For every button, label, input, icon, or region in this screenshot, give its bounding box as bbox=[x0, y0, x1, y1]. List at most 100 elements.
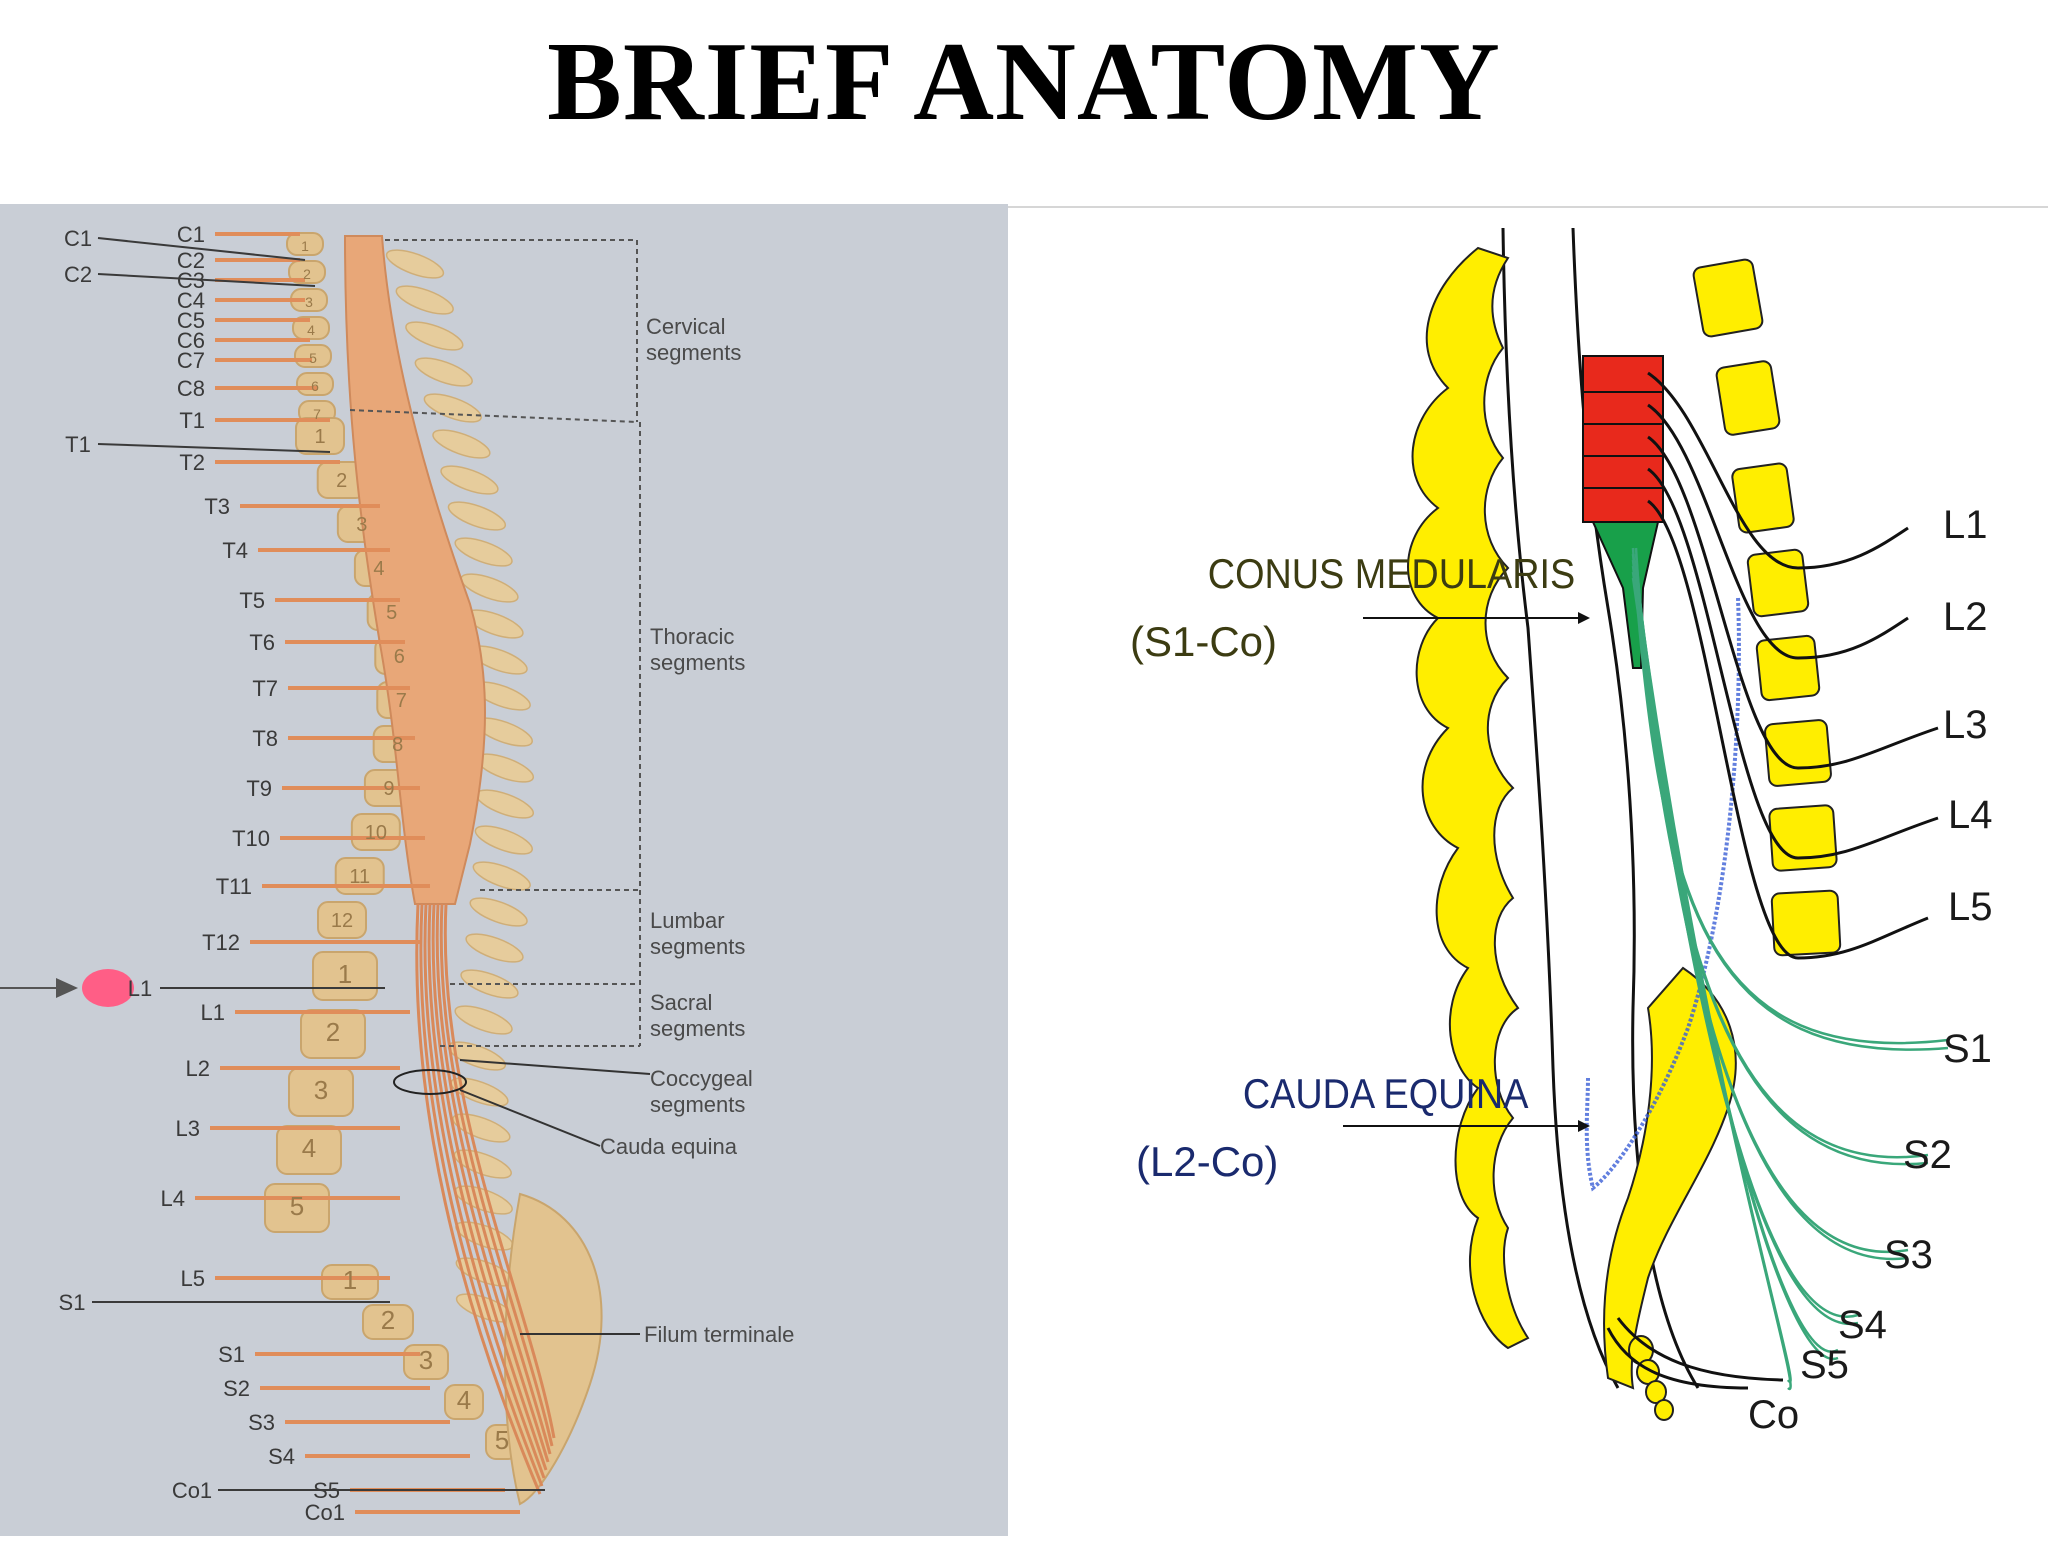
segment-label-t11: T11 bbox=[216, 874, 252, 899]
coccygeal-nerve bbox=[1616, 1317, 1784, 1382]
right-label-s2: S2 bbox=[1903, 1133, 1952, 1177]
conus-cauda-illustration: CONUS MEDULARIS (S1-Co) CAUDA EQUINA (L2… bbox=[1130, 227, 1993, 1437]
spinous-process bbox=[472, 861, 531, 891]
cauda-strand bbox=[423, 903, 546, 1479]
vertebra-label-l1: L1 bbox=[128, 976, 152, 1001]
spinous-process bbox=[385, 249, 445, 279]
spinous-process bbox=[447, 501, 507, 531]
vertebra-number: 1 bbox=[314, 426, 325, 448]
vertebral-body bbox=[444, 1384, 484, 1420]
cervical-label-1: Cervical bbox=[646, 314, 725, 339]
vertebral-block bbox=[1746, 548, 1810, 618]
vertebral-block bbox=[1770, 889, 1842, 957]
segment-label-c1: C1 bbox=[177, 222, 205, 247]
vertebra-number: 7 bbox=[396, 690, 407, 712]
segment-label-t12: T12 bbox=[202, 930, 240, 955]
segment-label-c4: C4 bbox=[177, 288, 205, 313]
spinous-process bbox=[475, 789, 535, 819]
vertebra-number: 3 bbox=[356, 514, 367, 536]
segment-label-s4: S4 bbox=[268, 1444, 295, 1469]
segment-label-s3: S3 bbox=[248, 1410, 275, 1435]
filum-terminale-label: Filum terminale bbox=[644, 1322, 794, 1347]
vertebra-number: 6 bbox=[311, 378, 319, 394]
right-label-s4: S4 bbox=[1838, 1303, 1887, 1347]
vertebra-number: 1 bbox=[301, 238, 309, 254]
spinous-process bbox=[465, 933, 524, 963]
segment-label-c6: C6 bbox=[177, 328, 205, 353]
vertebral-body bbox=[292, 316, 330, 340]
segment-label-c7: C7 bbox=[177, 348, 205, 373]
spinous-process bbox=[454, 1005, 513, 1035]
cauda-strand bbox=[443, 903, 556, 1439]
vertebra-number: 5 bbox=[309, 350, 317, 366]
sacral-label-1: Sacral bbox=[650, 990, 712, 1015]
vertebra-number: 5 bbox=[386, 602, 397, 624]
coccygeal-label-1: Coccygeal bbox=[650, 1066, 753, 1091]
spinous-process bbox=[414, 357, 473, 387]
right-label-s3: S3 bbox=[1884, 1233, 1933, 1277]
segment-label-t9: T9 bbox=[246, 776, 272, 801]
vertebra-number: 4 bbox=[457, 1385, 471, 1415]
right-label-l2: L2 bbox=[1943, 595, 1988, 639]
segment-label-l1: L1 bbox=[201, 1000, 225, 1025]
segment-label-l2: L2 bbox=[186, 1056, 210, 1081]
vertebra-number: 1 bbox=[338, 959, 352, 989]
vertebra-number: 2 bbox=[381, 1305, 395, 1335]
vertebral-body bbox=[288, 260, 326, 284]
vertebra-number: 8 bbox=[392, 734, 403, 756]
segment-label-s1: S1 bbox=[218, 1342, 245, 1367]
vertebra-label-s1: S1 bbox=[59, 1290, 86, 1315]
segment-label-l4: L4 bbox=[161, 1186, 185, 1211]
segment-label-c3: C3 bbox=[177, 268, 205, 293]
cauda-strand bbox=[427, 903, 548, 1471]
sacral-nerve-fiber bbox=[1634, 577, 1792, 1383]
lumbar-label-2: segments bbox=[650, 934, 745, 959]
right-label-co: Co bbox=[1748, 1393, 1799, 1437]
vertebral-body bbox=[286, 232, 324, 256]
vertebral-block bbox=[1715, 360, 1781, 436]
cauda-strand bbox=[415, 903, 542, 1495]
slide-title: BRIEF ANATOMY bbox=[547, 20, 1501, 144]
segment-label-t1: T1 bbox=[179, 408, 205, 433]
lumbar-nerve-root bbox=[1647, 467, 1939, 860]
segment-label-t2: T2 bbox=[179, 450, 205, 475]
spinous-process bbox=[423, 393, 482, 423]
vertebral-block bbox=[1731, 462, 1795, 534]
right-label-s5: S5 bbox=[1800, 1343, 1849, 1387]
cauda-strand bbox=[439, 903, 554, 1447]
vertebra-label-c1: C1 bbox=[64, 226, 92, 251]
cauda-strand bbox=[431, 903, 550, 1463]
conus-segment-label: (S1-Co) bbox=[1130, 618, 1277, 665]
lumbar-nerve-root bbox=[1647, 499, 1929, 960]
vertebral-block bbox=[1755, 634, 1821, 702]
vertebra-number: 10 bbox=[365, 822, 387, 844]
segment-label-l5: L5 bbox=[181, 1266, 205, 1291]
vertebra-leader-line bbox=[97, 237, 306, 261]
vertebra-number: 3 bbox=[314, 1075, 328, 1105]
cauda-segment-label: (L2-Co) bbox=[1136, 1138, 1278, 1185]
segment-label-c8: C8 bbox=[177, 376, 205, 401]
vertebra-leader-line bbox=[97, 443, 331, 453]
vertebra-number: 4 bbox=[302, 1133, 316, 1163]
cervical-label-2: segments bbox=[646, 340, 741, 365]
vertebra-number: 4 bbox=[373, 558, 384, 580]
lumbar-nerve-root bbox=[1647, 371, 1909, 570]
vertebra-number: 6 bbox=[394, 646, 405, 668]
cauda-equina-label-right: CAUDA EQUINA bbox=[1243, 1071, 1529, 1117]
segment-label-t4: T4 bbox=[222, 538, 248, 563]
segment-label-t7: T7 bbox=[252, 676, 278, 701]
vertebral-body bbox=[317, 901, 367, 939]
segment-label-t3: T3 bbox=[204, 494, 230, 519]
spinous-process bbox=[395, 285, 454, 315]
spinous-process bbox=[453, 1149, 512, 1179]
vertebra-leader-line bbox=[97, 273, 316, 287]
vertebra-label-co1: Co1 bbox=[172, 1478, 212, 1503]
vertebral-body bbox=[321, 1264, 379, 1300]
right-label-l3: L3 bbox=[1943, 703, 1988, 747]
cauda-strand bbox=[435, 903, 552, 1455]
thoracic-label-1: Thoracic bbox=[650, 624, 734, 649]
lumbar-nerve-root bbox=[1647, 403, 1909, 660]
segment-label-t5: T5 bbox=[239, 588, 265, 613]
segment-brackets bbox=[349, 239, 641, 1047]
